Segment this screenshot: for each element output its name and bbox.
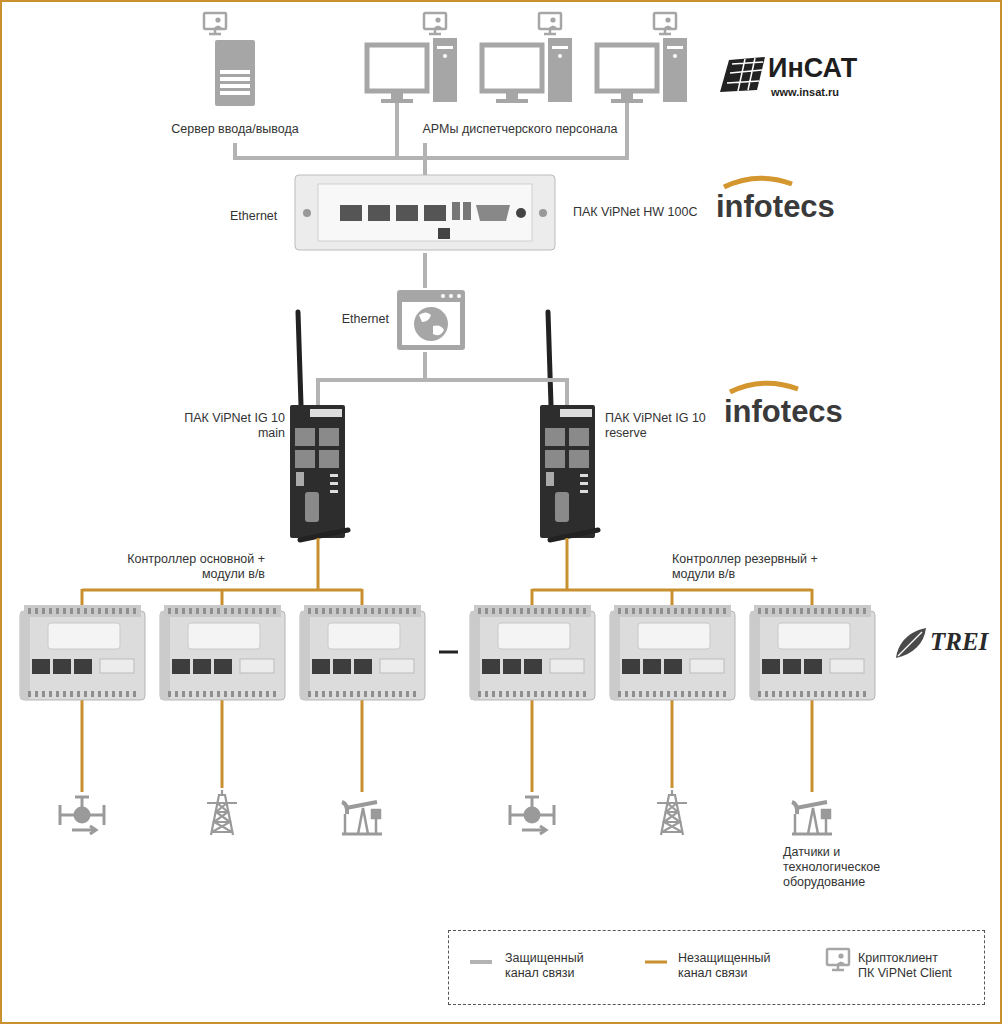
ig10-device [540,312,598,540]
device-node: Контроллер основной + модули в/в [15,552,435,702]
node-label: Сервер ввода/вывода [165,122,305,137]
device-node: АРМы диспетчерского персонала [352,8,690,143]
text-label: TREI [930,628,988,656]
node-label: ПАК ViPNet IG 10 reserve [605,411,720,441]
connector [423,143,427,175]
text-label: infotecs [716,191,835,222]
legend-text: Незащищенный канал связи [678,951,778,981]
text-label: infotecs [724,396,843,427]
device-node: ПАК ViPNet HW 100C [293,175,713,253]
infotecs-arc [730,383,798,392]
legend-line-sample [470,960,492,964]
connector [317,538,320,552]
dash-mark [439,651,458,654]
field-equipment-icons [60,790,832,835]
connector [423,253,427,288]
legend-icon-sample [827,949,849,970]
node-label: Контроллер резервный + модули в/в [672,552,832,582]
hw100c-device [295,175,555,250]
controller-modules [20,605,875,700]
legend-text: Защищенный канал связи [505,951,605,981]
node-label: ПАК ViPNet IG 10 main [160,411,285,441]
text-label: www.insat.ru [771,86,839,98]
ethernet-globe-icon [397,290,465,350]
unprotected-bus [82,552,812,792]
insat-logo-icon [720,57,765,92]
workstation-icons [367,13,687,103]
legend-text: Криптоклиент ПК ViPNet Client [858,951,956,981]
connector [318,352,425,405]
text-label: Ethernet [230,209,277,224]
connector [425,352,567,405]
device-node: Сервер ввода/вывода [165,8,307,143]
node-label: АРМы диспетчерского персонала [352,122,688,137]
legend-line-sample [645,961,667,964]
device-node: Контроллер резервный + модули в/в [465,552,885,702]
infotecs-arc [724,178,792,187]
text-label: Датчики и технологическое оборудование [783,845,908,890]
server-icon [204,13,255,106]
device-node: ПАК ViPNet IG 10 reserve [537,405,722,538]
connector [566,538,569,552]
device-node: Ethernet [325,288,468,352]
trei-logo-icon [896,628,926,658]
node-label: Контроллер основной + модули в/в [105,552,265,582]
node-label: Ethernet [325,312,389,327]
connector [235,143,425,175]
node-label: ПАК ViPNet HW 100C [573,205,711,220]
text-label: ИнСАТ [768,55,857,82]
ig10-device [290,312,348,540]
device-node: ПАК ViPNet IG 10 main [160,405,350,538]
